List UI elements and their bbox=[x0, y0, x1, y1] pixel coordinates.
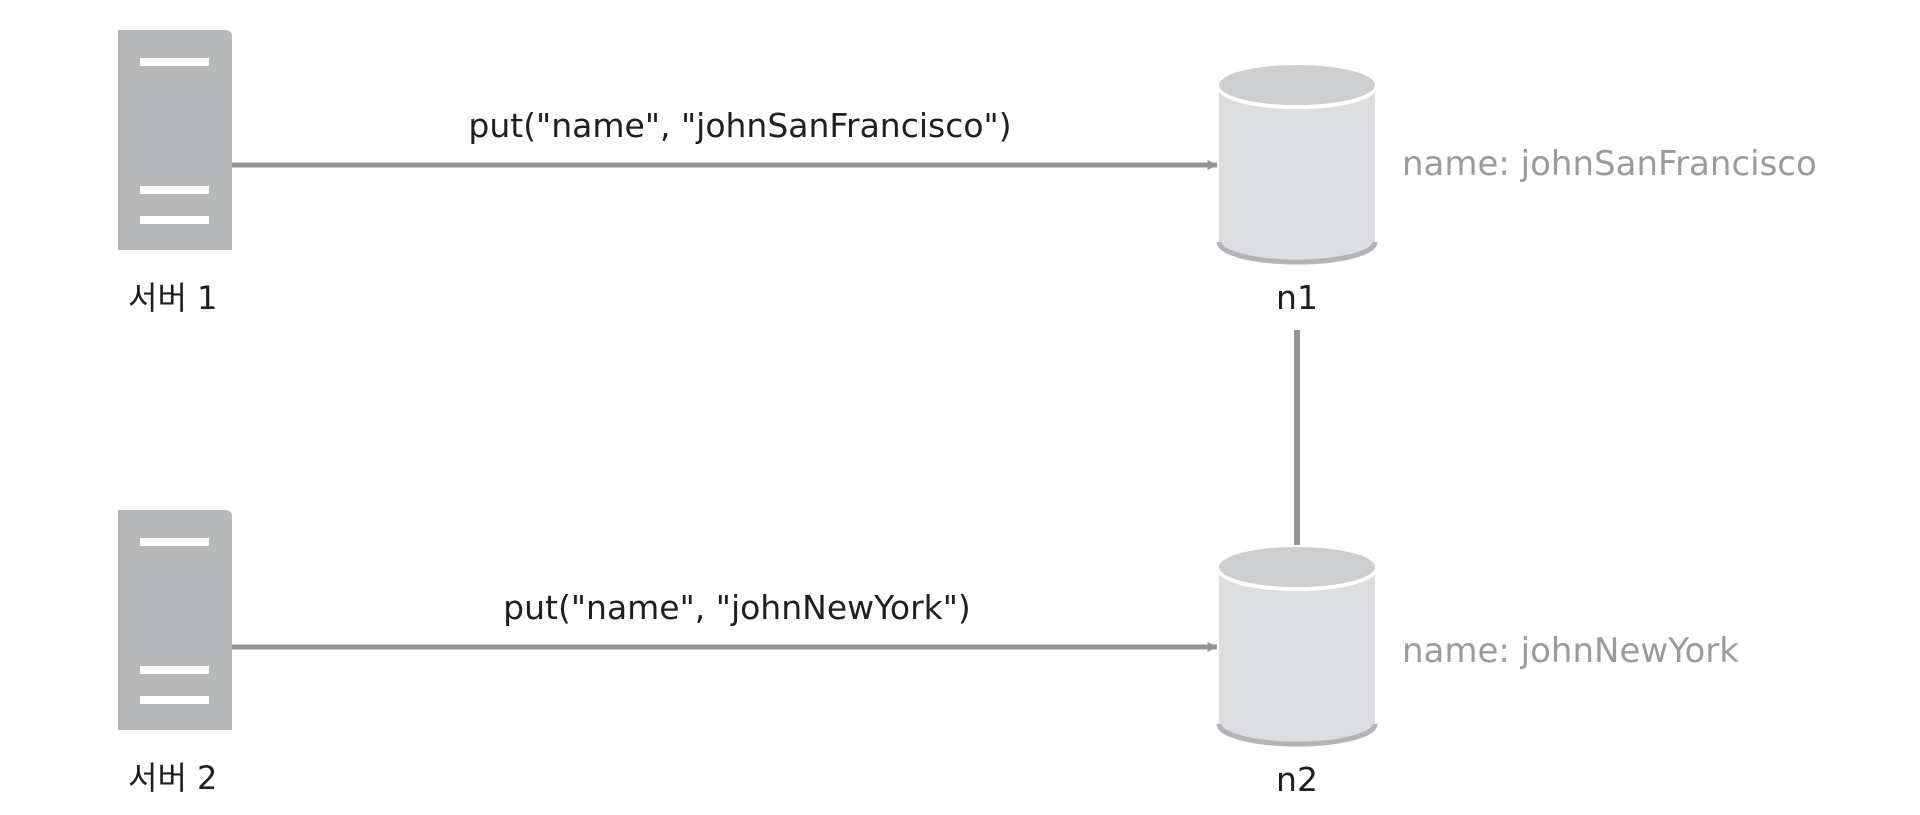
server-1: 서버 1 bbox=[118, 30, 232, 317]
server-2: 서버 2 bbox=[118, 510, 232, 797]
node-n2-value: name: johnNewYork bbox=[1402, 631, 1739, 671]
server-2-icon bbox=[118, 510, 232, 730]
node-n1-value: name: johnSanFrancisco bbox=[1402, 144, 1817, 184]
node-n1: n1 name: johnSanFrancisco bbox=[1216, 65, 1817, 317]
server-1-icon bbox=[118, 30, 232, 250]
request-1: put("name", "johnSanFrancisco") bbox=[232, 106, 1218, 170]
node-n2: n2 name: johnNewYork bbox=[1216, 547, 1739, 799]
database-n2-icon bbox=[1216, 547, 1378, 747]
server-2-label: 서버 2 bbox=[128, 759, 217, 797]
request-2-label: put("name", "johnNewYork") bbox=[503, 588, 971, 627]
request-1-label: put("name", "johnSanFrancisco") bbox=[468, 106, 1011, 145]
database-n1-icon bbox=[1216, 65, 1378, 265]
server-1-label: 서버 1 bbox=[128, 279, 217, 317]
request-2: put("name", "johnNewYork") bbox=[232, 588, 1218, 652]
node-n2-label: n2 bbox=[1276, 760, 1318, 799]
node-n1-label: n1 bbox=[1276, 278, 1318, 317]
